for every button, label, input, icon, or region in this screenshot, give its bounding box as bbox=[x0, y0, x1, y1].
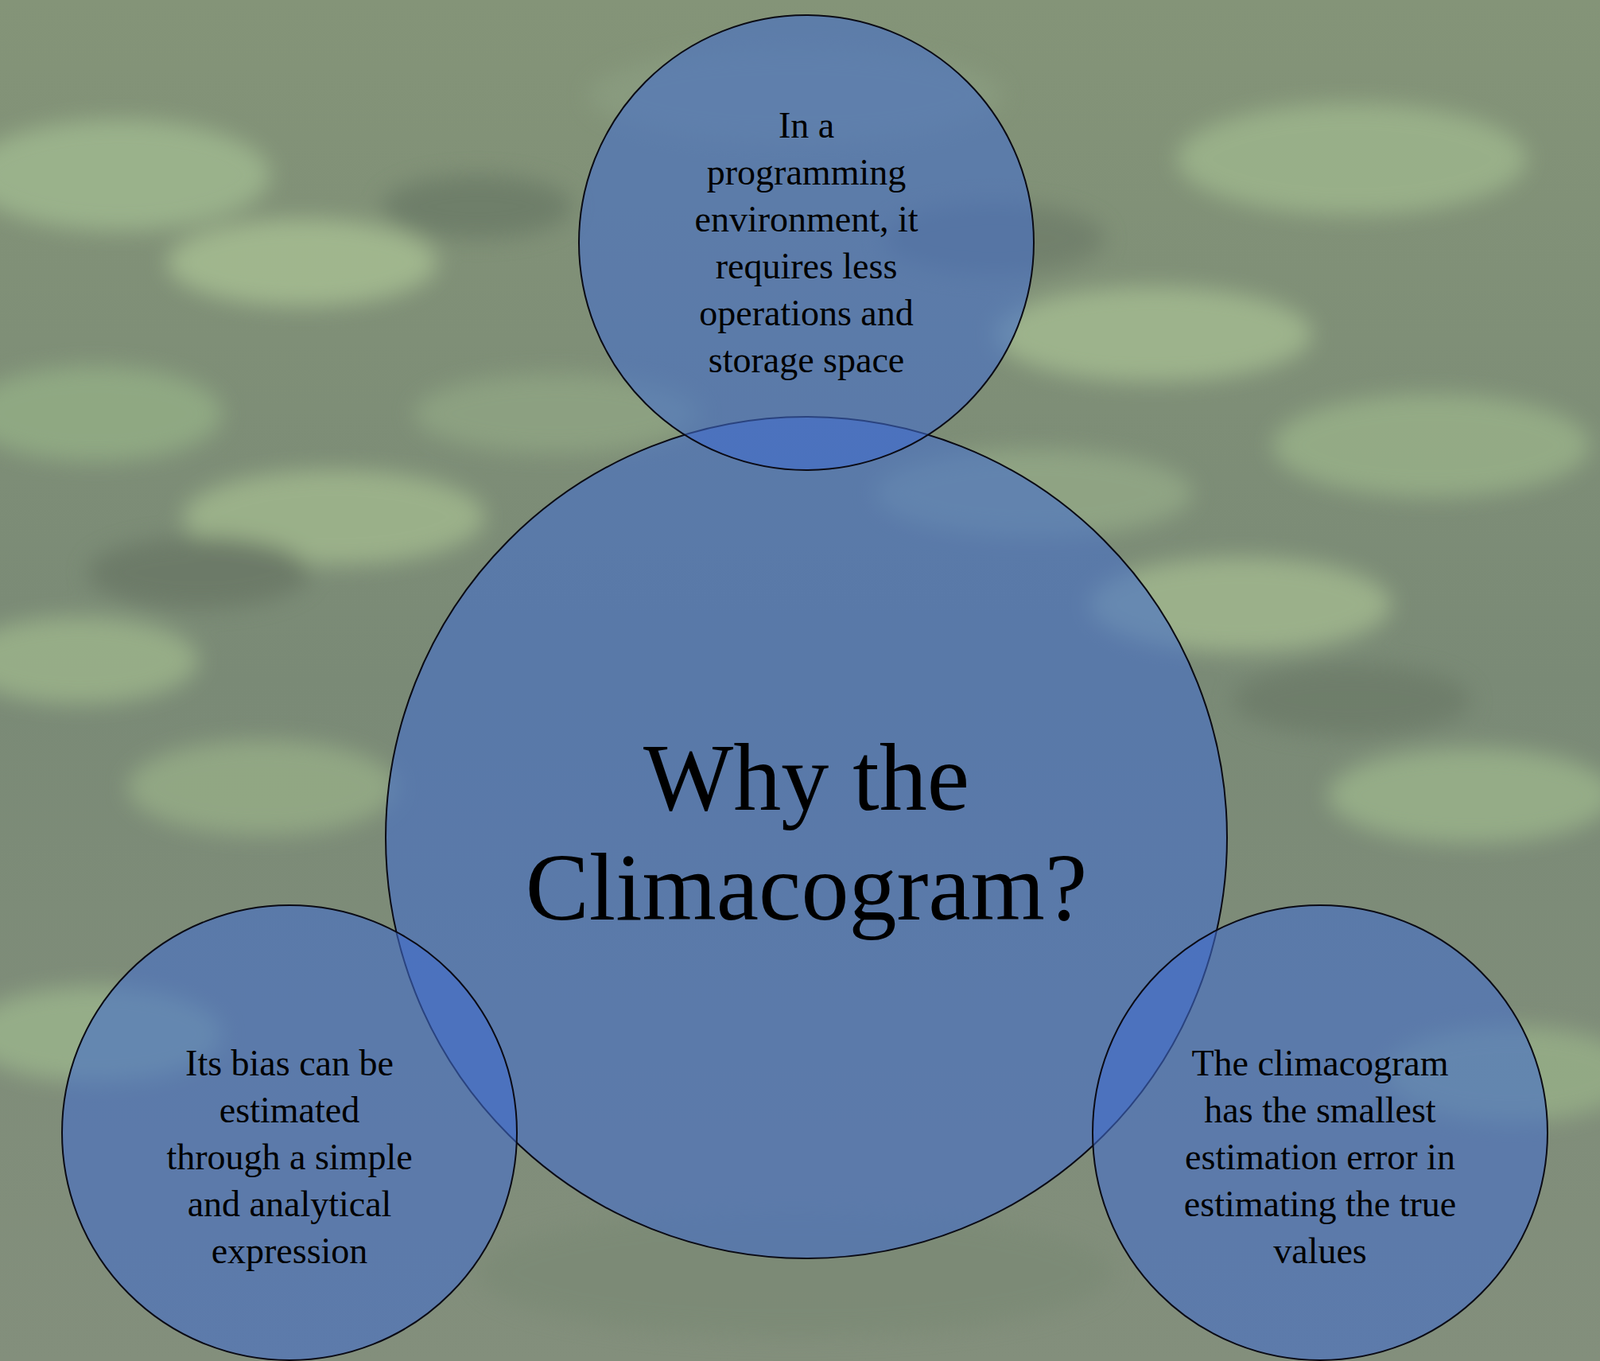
circle-text: Its bias can be estimated through a simp… bbox=[164, 1039, 416, 1274]
circle-shape bbox=[62, 904, 517, 1360]
circle-text: In a programming environment, it require… bbox=[685, 101, 929, 384]
text-holder: Why the Climacogram? bbox=[384, 722, 1228, 943]
text-holder: Its bias can be estimated through a simp… bbox=[61, 1039, 518, 1274]
circle-text: The climacogram has the smallest estimat… bbox=[1183, 1039, 1458, 1274]
circle-shape bbox=[1092, 904, 1548, 1360]
text-holder: In a programming environment, it require… bbox=[578, 101, 1035, 384]
circle-shape bbox=[578, 15, 1034, 470]
circle-outline bbox=[61, 904, 518, 1361]
circle-outline bbox=[578, 14, 1035, 471]
benefit-circle: Its bias can be estimated through a simp… bbox=[61, 904, 518, 1361]
text-holder: The climacogram has the smallest estimat… bbox=[1091, 1039, 1549, 1274]
hub-title: Why the Climacogram? bbox=[504, 722, 1109, 943]
benefit-circle: The climacogram has the smallest estimat… bbox=[1091, 904, 1549, 1361]
circle-outline bbox=[1091, 904, 1549, 1361]
benefit-circle: In a programming environment, it require… bbox=[578, 14, 1035, 471]
